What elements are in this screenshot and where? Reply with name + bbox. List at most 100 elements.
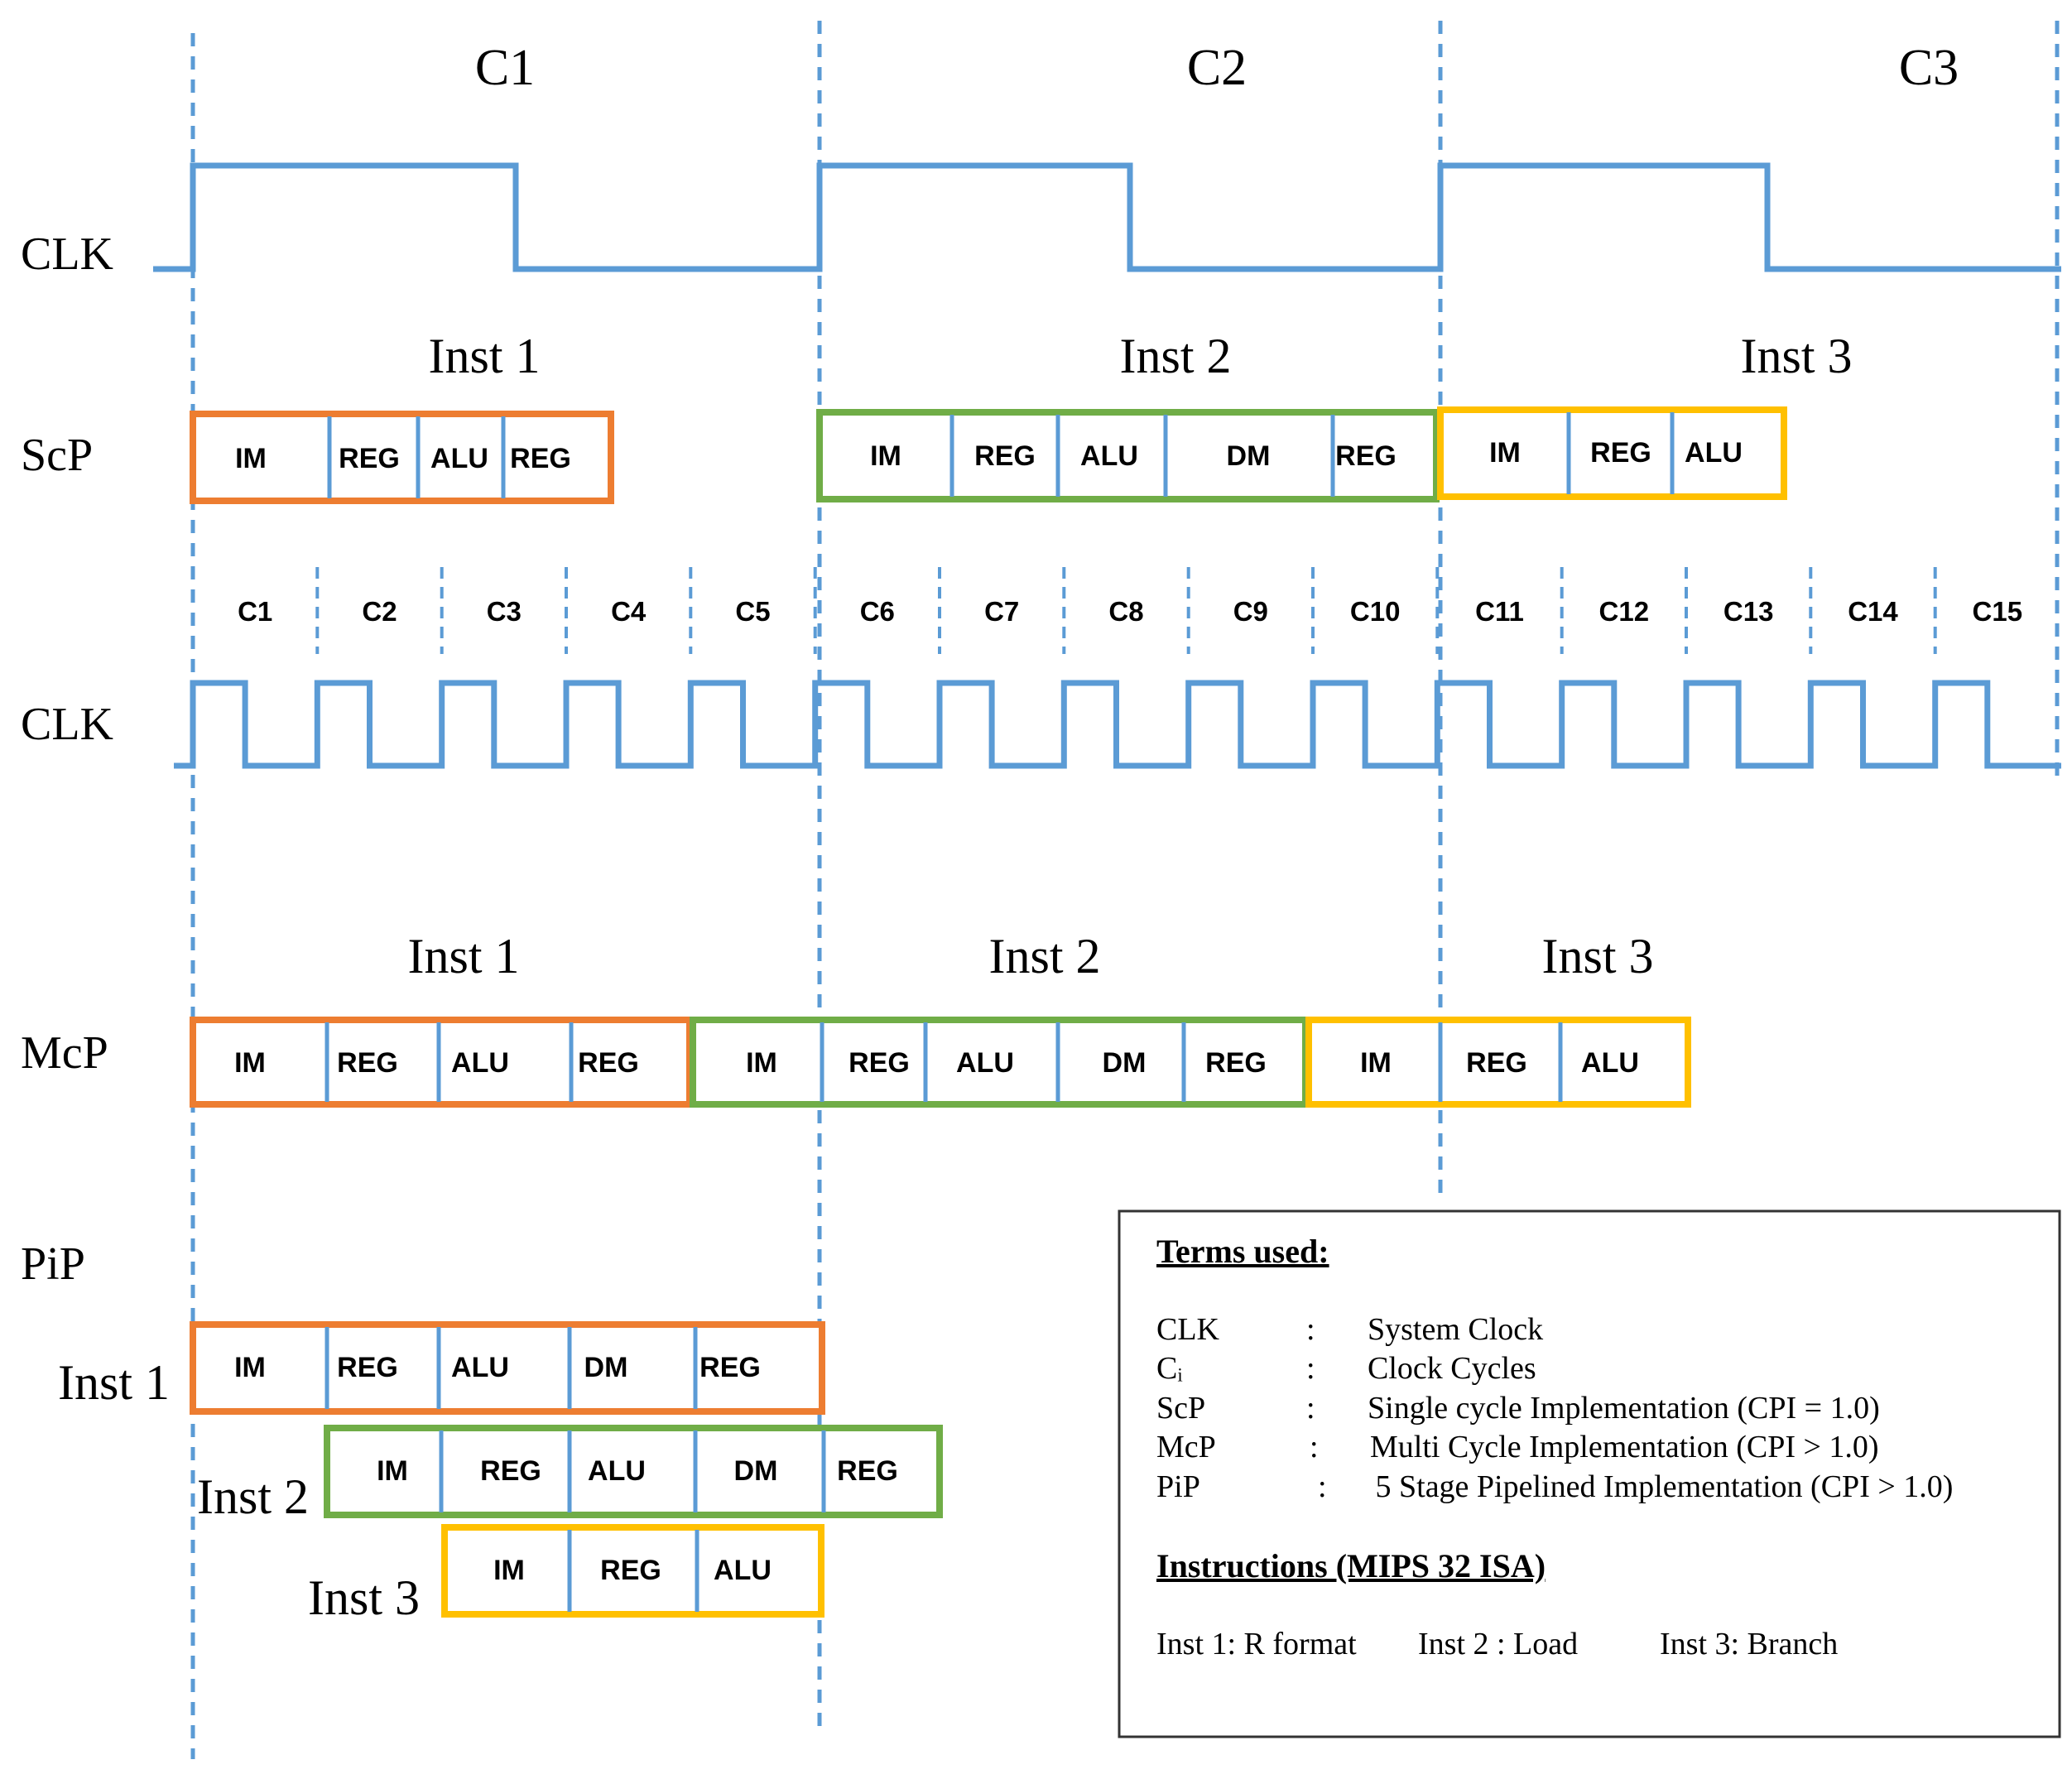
stage-im: IM bbox=[1489, 437, 1521, 469]
legend-sep: : bbox=[1306, 1312, 1315, 1347]
mcp-cycle-label: C14 bbox=[1848, 596, 1898, 627]
mcp-inst1-box: IM REG ALU REG bbox=[190, 1017, 693, 1108]
mcp-cycle-ticks bbox=[315, 567, 1937, 654]
row-label-mcp: McP bbox=[21, 1027, 108, 1079]
legend-desc: Single cycle Implementation (CPI = 1.0) bbox=[1368, 1391, 1880, 1426]
stage-alu: ALU bbox=[1080, 440, 1138, 472]
pip-inst3-box: IM REG ALU bbox=[441, 1524, 824, 1618]
mcp-inst-label: Inst 2 bbox=[989, 929, 1101, 983]
stage-reg: REG bbox=[1335, 440, 1397, 472]
legend-box: Terms used: CLK : System Clock Cᵢ : Cloc… bbox=[1118, 1209, 2061, 1738]
stage-reg: REG bbox=[1590, 437, 1651, 469]
stage-alu: ALU bbox=[956, 1047, 1014, 1079]
single-cycle-clock-waveform bbox=[153, 162, 2061, 272]
mcp-inst2-box: IM REG ALU DM REG bbox=[690, 1017, 1309, 1108]
legend-term: Cᵢ bbox=[1156, 1351, 1183, 1386]
stage-reg: REG bbox=[699, 1352, 761, 1383]
mcp-cycle-labels: C1 C2 C3 C4 C5 C6 C7 C8 C9 C10 C11 C12 C13 C14 C15 bbox=[238, 596, 2022, 627]
stage-im: IM bbox=[746, 1047, 777, 1079]
legend-desc: Multi Cycle Implementation (CPI > 1.0) bbox=[1370, 1430, 1879, 1464]
legend-instructions-heading: Instructions (MIPS 32 ISA) bbox=[1156, 1547, 1546, 1584]
mcp-inst-label: Inst 3 bbox=[1542, 929, 1654, 983]
stage-im: IM bbox=[493, 1555, 525, 1586]
row-label-clk-single: CLK bbox=[21, 228, 113, 280]
scp-inst-label: Inst 1 bbox=[429, 329, 541, 383]
stage-reg: REG bbox=[510, 443, 571, 474]
pip-inst-label: Inst 3 bbox=[308, 1570, 420, 1625]
stage-dm: DM bbox=[1227, 440, 1271, 472]
mcp-inst-label: Inst 1 bbox=[408, 929, 520, 983]
stage-alu: ALU bbox=[451, 1352, 509, 1383]
scp-inst2-box: IM REG ALU DM REG bbox=[816, 409, 1440, 502]
stage-im: IM bbox=[1360, 1047, 1392, 1079]
legend-sep: : bbox=[1310, 1430, 1319, 1464]
stage-alu: ALU bbox=[1581, 1047, 1639, 1079]
stage-reg: REG bbox=[1466, 1047, 1527, 1079]
stage-im: IM bbox=[234, 1047, 266, 1079]
legend-terms-heading: Terms used: bbox=[1156, 1233, 1329, 1270]
stage-im: IM bbox=[377, 1455, 408, 1487]
legend-desc: Clock Cycles bbox=[1368, 1351, 1536, 1386]
mcp-cycle-label: C11 bbox=[1475, 596, 1524, 627]
legend-desc: 5 Stage Pipelined Implementation (CPI > … bbox=[1368, 1469, 1953, 1504]
pip-inst-label: Inst 2 bbox=[197, 1469, 309, 1524]
mcp-cycle-label: C7 bbox=[984, 596, 1019, 627]
mcp-cycle-label: C8 bbox=[1108, 596, 1143, 627]
legend-instruction: Inst 3: Branch bbox=[1660, 1627, 1838, 1661]
stage-reg: REG bbox=[1205, 1047, 1267, 1079]
legend-instruction: Inst 1: R format bbox=[1156, 1627, 1357, 1661]
stage-dm: DM bbox=[1103, 1047, 1147, 1079]
stage-reg: REG bbox=[480, 1455, 541, 1487]
legend-term: ScP bbox=[1156, 1391, 1205, 1426]
stage-reg: REG bbox=[337, 1352, 398, 1383]
legend-sep: : bbox=[1306, 1391, 1315, 1426]
pip-inst1-box: IM REG ALU DM REG bbox=[190, 1321, 825, 1415]
scp-cycle-label: C3 bbox=[1899, 40, 1959, 96]
stage-alu: ALU bbox=[451, 1047, 509, 1079]
stage-reg: REG bbox=[337, 1047, 398, 1079]
stage-reg: REG bbox=[837, 1455, 898, 1487]
mcp-cycle-label: C10 bbox=[1350, 596, 1401, 627]
scp-inst-label: Inst 3 bbox=[1741, 329, 1853, 383]
mcp-cycle-label: C1 bbox=[238, 596, 272, 627]
mcp-inst3-box: IM REG ALU bbox=[1305, 1017, 1691, 1108]
scp-inst3-box: IM REG ALU bbox=[1437, 406, 1787, 500]
legend-sep: : bbox=[1306, 1351, 1315, 1386]
legend-term: CLK bbox=[1156, 1312, 1220, 1347]
row-label-clk-multi: CLK bbox=[21, 699, 113, 750]
mcp-cycle-label: C15 bbox=[1973, 596, 2023, 627]
mcp-cycle-label: C2 bbox=[362, 596, 397, 627]
pip-inst-label: Inst 1 bbox=[58, 1355, 170, 1410]
mcp-cycle-label: C9 bbox=[1233, 596, 1268, 627]
stage-reg: REG bbox=[578, 1047, 639, 1079]
stage-im: IM bbox=[870, 440, 901, 472]
stage-im: IM bbox=[235, 443, 267, 474]
stage-im: IM bbox=[234, 1352, 266, 1383]
row-label-pip: PiP bbox=[21, 1238, 85, 1290]
stage-reg: REG bbox=[849, 1047, 910, 1079]
scp-inst1-box: IM REG ALU REG bbox=[190, 411, 614, 504]
legend-instruction: Inst 2 : Load bbox=[1418, 1627, 1578, 1661]
legend-term: PiP bbox=[1156, 1469, 1200, 1504]
scp-cycle-label: C1 bbox=[475, 40, 535, 96]
legend-desc: System Clock bbox=[1368, 1312, 1543, 1347]
mcp-cycle-label: C4 bbox=[611, 596, 647, 627]
mcp-cycle-label: C12 bbox=[1599, 596, 1650, 627]
stage-dm: DM bbox=[584, 1352, 628, 1383]
scp-cycle-label: C2 bbox=[1187, 40, 1247, 96]
mcp-cycle-label: C5 bbox=[735, 596, 770, 627]
mcp-cycle-label: C3 bbox=[487, 596, 522, 627]
multi-cycle-clock-waveform bbox=[174, 680, 2061, 769]
mcp-cycle-label: C13 bbox=[1723, 596, 1774, 627]
stage-dm: DM bbox=[734, 1455, 778, 1487]
stage-alu: ALU bbox=[1685, 437, 1743, 469]
stage-reg: REG bbox=[600, 1555, 661, 1586]
scp-inst-label: Inst 2 bbox=[1120, 329, 1232, 383]
mcp-cycle-label: C6 bbox=[860, 596, 895, 627]
stage-reg: REG bbox=[974, 440, 1036, 472]
stage-reg: REG bbox=[339, 443, 400, 474]
legend-sep: : bbox=[1318, 1469, 1327, 1504]
legend-term: McP bbox=[1156, 1430, 1216, 1464]
stage-alu: ALU bbox=[430, 443, 488, 474]
